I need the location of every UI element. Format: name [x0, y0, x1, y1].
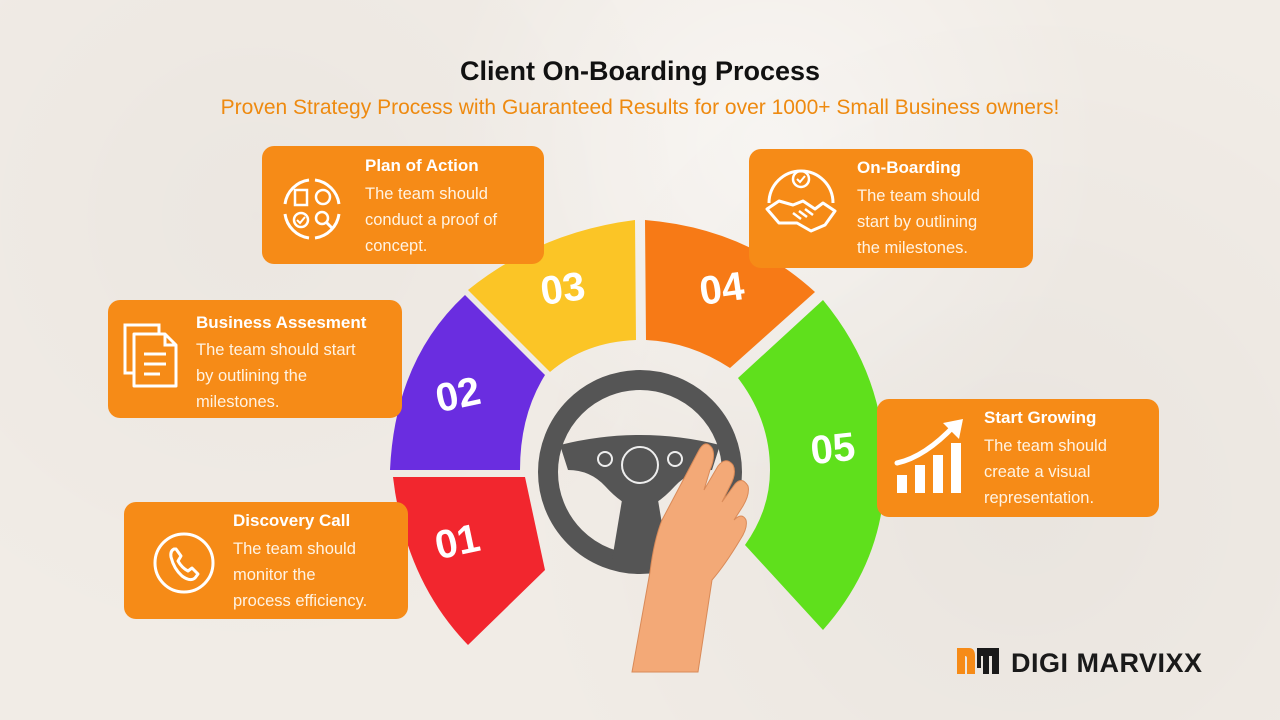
step-card-plan-of-action: Plan of Action The team should conduct a…	[262, 146, 544, 264]
step-description: The team should create a visual represen…	[984, 437, 1107, 507]
step-description: The team should start by outlining the m…	[196, 341, 356, 411]
segment-03	[468, 220, 636, 372]
step-card-start-growing: Start Growing The team should create a v…	[877, 399, 1159, 517]
segment-02	[390, 295, 545, 470]
segment-05-number: 05	[808, 425, 857, 473]
step-title: Plan of Action	[365, 156, 479, 175]
brand-name: DIGI MARVIXX	[1011, 648, 1203, 678]
hand-icon	[631, 443, 749, 673]
step-card-discovery-call: Discovery Call The team should monitor t…	[124, 502, 408, 619]
step-card-on-boarding: On-Boarding The team should start by out…	[749, 149, 1033, 268]
step-title: Start Growing	[984, 408, 1097, 427]
documents-icon	[122, 322, 182, 395]
phone-icon	[152, 531, 216, 600]
handshake-icon	[763, 165, 839, 244]
brand-logo: DIGI MARVIXX	[955, 646, 1203, 681]
segment-01	[393, 477, 545, 645]
step-title: Business Assesment	[196, 313, 367, 332]
page-title: Client On-Boarding Process	[459, 56, 821, 86]
step-title: On-Boarding	[857, 158, 961, 177]
segment-04-number: 04	[697, 264, 748, 314]
step-card-business-assesment: Business Assesment The team should start…	[108, 300, 402, 418]
step-description: The team should start by outlining the m…	[857, 187, 980, 257]
step-description: The team should monitor the process effi…	[233, 540, 368, 610]
segment-04	[645, 220, 815, 368]
dm-logo-icon	[955, 646, 1001, 681]
segment-02-number: 02	[432, 369, 485, 421]
growth-chart-icon	[893, 417, 971, 502]
segment-05	[738, 300, 885, 630]
strategy-cycle-icon	[275, 174, 349, 249]
step-description: The team should conduct a proof of conce…	[365, 185, 498, 255]
segment-03-number: 03	[538, 264, 588, 314]
segment-01-number: 01	[431, 516, 484, 568]
page-subtitle: Proven Strategy Process with Guaranteed …	[220, 96, 1060, 119]
step-title: Discovery Call	[233, 511, 351, 530]
